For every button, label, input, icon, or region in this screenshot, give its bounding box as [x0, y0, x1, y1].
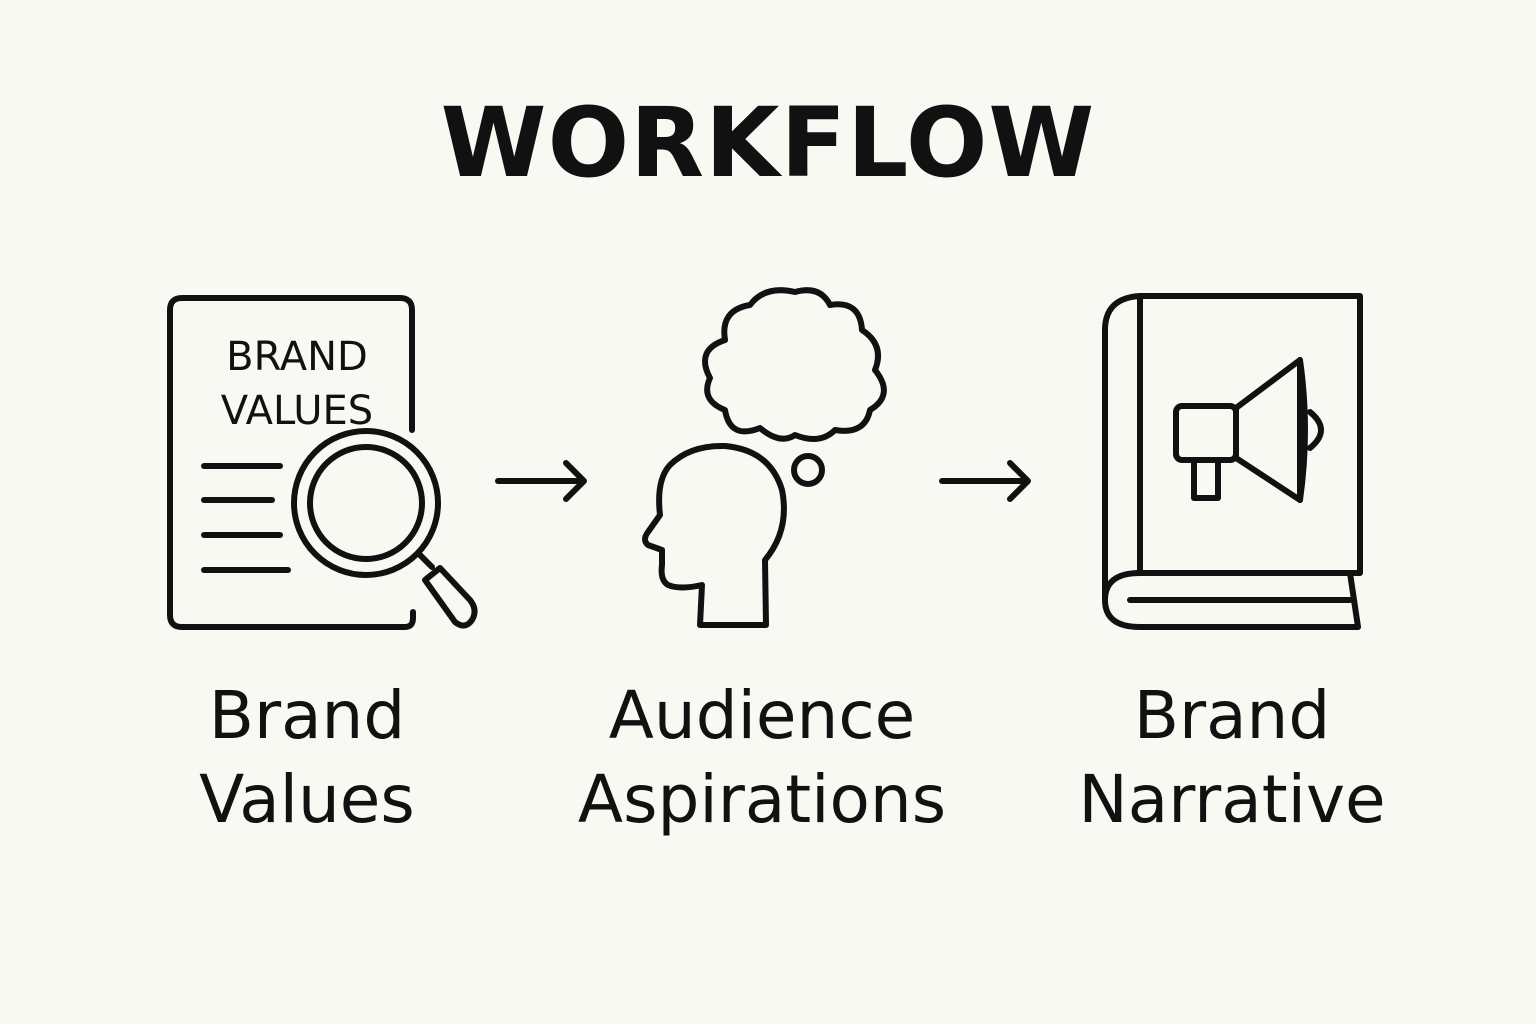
icon-text-values: VALUES [221, 388, 373, 434]
label-line: Values [199, 761, 415, 838]
head-thought-bubble-icon [642, 287, 887, 628]
label-line: Brand [208, 677, 406, 754]
step-label-brand-values: Brand Values [87, 674, 527, 842]
book-megaphone-icon [1102, 293, 1363, 630]
label-line: Narrative [1078, 761, 1386, 838]
label-line: Aspirations [577, 761, 947, 838]
arrow-right-icon [939, 460, 1031, 502]
icon-text-brand: BRAND [226, 334, 368, 380]
arrow-right-icon [495, 460, 587, 502]
label-line: Brand [1133, 677, 1331, 754]
page-title: WORKFLOW [440, 87, 1096, 199]
label-line: Audience [608, 677, 916, 754]
step-label-brand-narrative: Brand Narrative [1012, 674, 1452, 842]
step-label-audience-aspirations: Audience Aspirations [542, 674, 982, 842]
document-magnifier-icon: BRAND VALUES [167, 295, 478, 630]
